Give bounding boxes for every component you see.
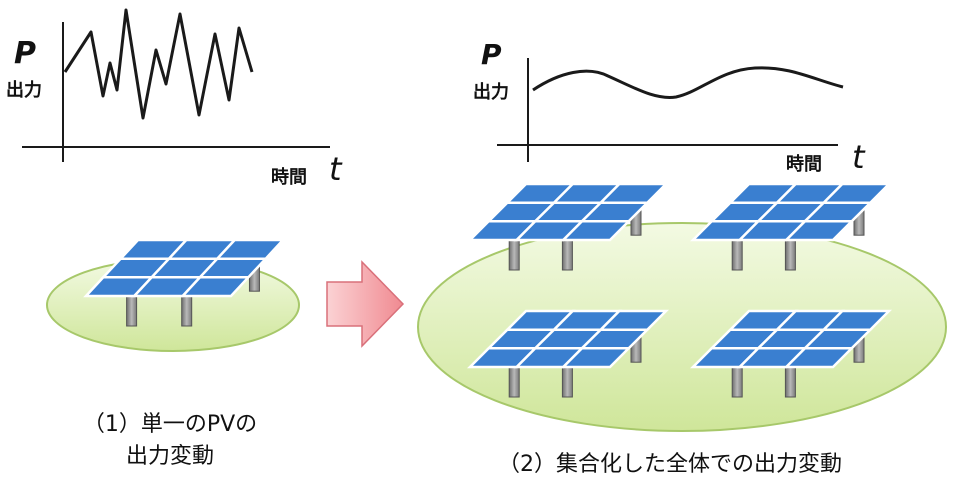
left-x-label: 時間 bbox=[271, 167, 307, 188]
panel-cell bbox=[820, 182, 893, 204]
panel-leg bbox=[731, 366, 743, 398]
left-fluctuating-output-line bbox=[63, 8, 254, 120]
right-arrow-icon bbox=[326, 260, 405, 348]
left-caption-line2: 出力変動 bbox=[125, 444, 214, 469]
panel-cell bbox=[597, 309, 670, 331]
panel-cell bbox=[214, 238, 286, 260]
panel-leg bbox=[561, 366, 573, 398]
panel-leg bbox=[561, 239, 573, 271]
right-x-var: t bbox=[852, 138, 865, 176]
panel-leg bbox=[508, 366, 520, 398]
right-y-var: P bbox=[481, 38, 502, 71]
left-x-var: t bbox=[329, 150, 342, 188]
solar-panel-array-icon bbox=[466, 309, 670, 398]
panel-cell bbox=[820, 309, 893, 331]
panel-cell bbox=[597, 182, 670, 204]
pv-arrays bbox=[83, 182, 893, 398]
right-x-label: 時間 bbox=[786, 154, 822, 175]
solar-panel-array-icon bbox=[689, 309, 893, 398]
panel-leg bbox=[508, 239, 520, 271]
solar-panel-array-icon bbox=[466, 182, 670, 271]
solar-panel-array-icon bbox=[689, 182, 893, 271]
right-caption: （2）集合化した全体での出力変動 bbox=[498, 452, 842, 477]
panel-leg bbox=[784, 239, 796, 271]
left-output-chart bbox=[22, 8, 330, 162]
panel-leg bbox=[731, 239, 743, 271]
right-output-chart bbox=[497, 58, 844, 162]
left-y-var: P bbox=[14, 36, 36, 71]
left-caption: （1）単一のPVの 出力変動 bbox=[20, 409, 320, 473]
panel-leg bbox=[784, 366, 796, 398]
left-y-label: 出力 bbox=[6, 80, 42, 101]
panel-leg bbox=[181, 295, 193, 327]
solar-panel-array-icon bbox=[83, 238, 286, 327]
left-caption-line1: （1）単一のPVの bbox=[82, 412, 258, 437]
aggregated-site-ground bbox=[417, 222, 947, 432]
right-smoothed-output-line bbox=[532, 66, 844, 99]
panel-leg bbox=[126, 295, 138, 327]
right-y-label: 出力 bbox=[473, 82, 509, 103]
